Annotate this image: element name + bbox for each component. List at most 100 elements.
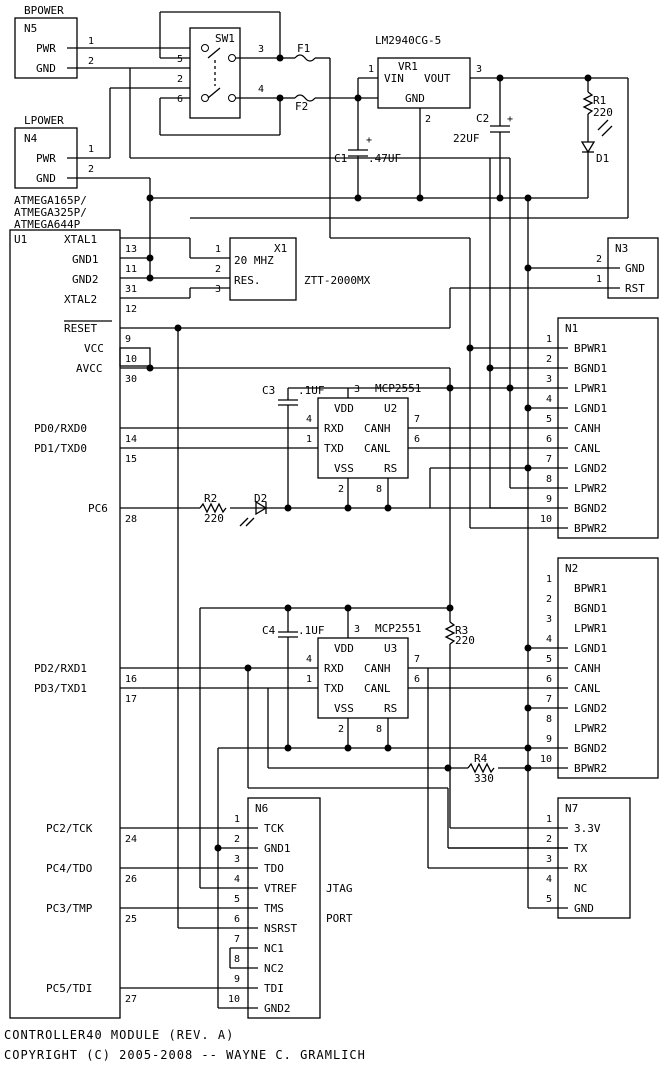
svg-text:CANL: CANL xyxy=(574,682,601,695)
n6-box xyxy=(247,797,321,1019)
r1-ref: R1 xyxy=(593,94,606,107)
svg-text:1: 1 xyxy=(546,574,552,585)
u1-pin-labels: XTAL1 GND1 GND2 XTAL2 RESET VCC AVCC PD0… xyxy=(34,233,112,995)
u2-ref: U2 xyxy=(384,402,397,415)
svg-text:8: 8 xyxy=(376,724,382,735)
svg-text:CANL: CANL xyxy=(364,442,391,455)
f2-ref: F2 xyxy=(295,100,308,113)
svg-text:BGND1: BGND1 xyxy=(574,602,607,615)
svg-text:BGND2: BGND2 xyxy=(574,502,607,515)
n1-pins: BPWR1 BGND1 LPWR1 LGND1 CANH CANL LGND2 … xyxy=(540,334,607,535)
sw1-pin6: 6 xyxy=(177,94,183,105)
svg-text:GND: GND xyxy=(574,902,594,915)
svg-text:7: 7 xyxy=(414,414,420,425)
vr1-part: LM2940CG-5 xyxy=(375,34,441,47)
svg-text:VDD: VDD xyxy=(334,642,354,655)
n6-ref: N6 xyxy=(255,802,268,815)
svg-text:11: 11 xyxy=(125,264,137,275)
sw1-box xyxy=(189,27,241,119)
svg-text:4: 4 xyxy=(306,414,312,425)
svg-text:1: 1 xyxy=(215,244,221,255)
svg-text:6: 6 xyxy=(546,434,552,445)
vr1-pin1: 1 xyxy=(368,64,374,75)
x1-freq: 20 MHZ xyxy=(234,254,274,267)
n7-ref: N7 xyxy=(565,802,578,815)
svg-text:10: 10 xyxy=(125,354,137,365)
n3-ref: N3 xyxy=(615,242,628,255)
svg-text:2: 2 xyxy=(546,354,552,365)
vr1-vin: VIN xyxy=(384,72,404,85)
svg-text:8: 8 xyxy=(234,954,240,965)
svg-text:1: 1 xyxy=(596,274,602,285)
u1-pin-pc4: PC4/TDO xyxy=(46,862,92,875)
svg-text:TDI: TDI xyxy=(264,982,284,995)
svg-text:BPWR2: BPWR2 xyxy=(574,522,607,535)
svg-text:9: 9 xyxy=(125,334,131,345)
u1-ref: U1 xyxy=(14,233,27,246)
svg-text:3: 3 xyxy=(234,854,240,865)
svg-text:3: 3 xyxy=(546,614,552,625)
svg-text:31: 31 xyxy=(125,284,137,295)
sw1-ref: SW1 xyxy=(215,32,235,45)
svg-text:1: 1 xyxy=(306,674,312,685)
r4-value: 330 xyxy=(474,772,494,785)
svg-text:CANH: CANH xyxy=(574,662,601,675)
svg-text:7: 7 xyxy=(546,454,552,465)
n4-pin1-num: 1 xyxy=(88,144,94,155)
sw1-pin2: 2 xyxy=(177,74,183,85)
svg-text:2: 2 xyxy=(596,254,602,265)
svg-text:RS: RS xyxy=(384,702,397,715)
footer: CONTROLLER40 MODULE (REV. A) COPYRIGHT (… xyxy=(4,1028,366,1068)
u1-pin-numbers: 13 11 31 12 9 10 30 14 15 28 16 17 24 26… xyxy=(125,244,137,1005)
svg-text:13: 13 xyxy=(125,244,137,255)
svg-text:10: 10 xyxy=(540,514,552,525)
vr1-vout: VOUT xyxy=(424,72,451,85)
n1-box xyxy=(557,317,659,539)
sw1-pin3: 3 xyxy=(258,44,264,55)
u1-pin-xtal1: XTAL1 xyxy=(64,233,97,246)
svg-text:NC: NC xyxy=(574,882,587,895)
svg-text:3: 3 xyxy=(215,284,221,295)
svg-text:GND1: GND1 xyxy=(264,842,291,855)
u1-pin-pc5: PC5/TDI xyxy=(46,982,92,995)
svg-text:LPWR2: LPWR2 xyxy=(574,722,607,735)
svg-text:LPWR1: LPWR1 xyxy=(574,622,607,635)
svg-text:LPWR2: LPWR2 xyxy=(574,482,607,495)
svg-text:8: 8 xyxy=(376,484,382,495)
svg-text:5: 5 xyxy=(546,654,552,665)
n7-box xyxy=(557,797,631,919)
c2-ref: C2 xyxy=(476,112,489,125)
svg-text:1: 1 xyxy=(546,334,552,345)
u1-pin-xtal2: XTAL2 xyxy=(64,293,97,306)
svg-text:17: 17 xyxy=(125,694,137,705)
svg-text:27: 27 xyxy=(125,994,137,1005)
svg-text:5: 5 xyxy=(234,894,240,905)
u1-pin-reset: RESET xyxy=(64,322,97,335)
svg-text:6: 6 xyxy=(414,674,420,685)
u1-pin-vcc: VCC xyxy=(84,342,104,355)
svg-text:BGND2: BGND2 xyxy=(574,742,607,755)
svg-text:14: 14 xyxy=(125,434,137,445)
n5-pin2-num: 2 xyxy=(88,56,94,67)
d1-ref: D1 xyxy=(596,152,609,165)
svg-text:3: 3 xyxy=(354,624,360,635)
svg-text:VSS: VSS xyxy=(334,462,354,475)
u3-ref: U3 xyxy=(384,642,397,655)
u3-part: MCP2551 xyxy=(375,622,421,635)
f1-ref: F1 xyxy=(297,42,310,55)
n6-port: PORT xyxy=(326,912,353,925)
n2-ref: N2 xyxy=(565,562,578,575)
u1-part-1: ATMEGA325P/ xyxy=(14,206,87,219)
u3-box xyxy=(317,637,409,719)
n2-box xyxy=(557,557,659,779)
svg-text:CANL: CANL xyxy=(574,442,601,455)
svg-text:3: 3 xyxy=(546,854,552,865)
svg-text:LGND2: LGND2 xyxy=(574,702,607,715)
svg-text:NC2: NC2 xyxy=(264,962,284,975)
vr1-pin2: 2 xyxy=(425,114,431,125)
r2-ref: R2 xyxy=(204,492,217,505)
n2-pins: BPWR1 BGND1 LPWR1 LGND1 CANH CANL LGND2 … xyxy=(540,574,607,775)
vr1-ref: VR1 xyxy=(398,60,418,73)
c1-value: .47UF xyxy=(368,152,401,165)
u1-pin-pd0: PD0/RXD0 xyxy=(34,422,87,435)
